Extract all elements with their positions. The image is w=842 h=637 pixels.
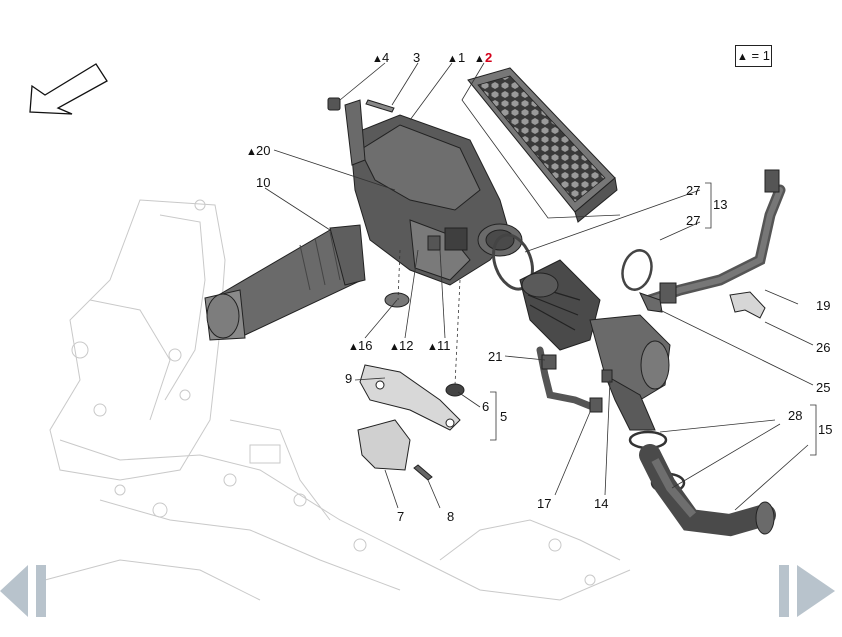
clamp-27-lower	[621, 249, 653, 291]
callout-2: 2	[485, 50, 492, 65]
previous-page-icon	[0, 565, 46, 617]
callout-25: 25	[816, 380, 830, 395]
air-filter-element	[467, 67, 618, 223]
warning-triangle-icon: ▲	[372, 53, 383, 65]
callout-17: 17	[537, 496, 551, 511]
callout-12: 12	[399, 338, 413, 353]
callout-5: 5	[500, 409, 507, 424]
callout-27-upper: 27	[686, 183, 700, 198]
next-page-button[interactable]	[779, 565, 837, 617]
throttle-connector	[589, 314, 671, 431]
callout-19: 19	[816, 298, 830, 313]
mounting-bracket-7	[357, 419, 411, 471]
clip-14	[601, 369, 613, 383]
warning-triangle-icon: ▲	[348, 341, 359, 353]
warning-triangle-icon: ▲	[389, 341, 400, 353]
callout-4: 4	[382, 50, 389, 65]
front-direction-arrow-icon	[29, 63, 108, 115]
legend-quantity-box: ▲ = 1	[735, 45, 772, 67]
callout-3: 3	[413, 50, 420, 65]
callout-27-lower: 27	[686, 213, 700, 228]
callout-10: 10	[256, 175, 270, 190]
callout-13: 13	[713, 197, 727, 212]
bolt-8	[413, 464, 433, 481]
callout-14: 14	[594, 496, 608, 511]
callout-16: 16	[358, 338, 372, 353]
vent-hose-21-17	[536, 346, 603, 413]
callout-28: 28	[788, 408, 802, 423]
air-intake-duct	[204, 224, 366, 341]
bellows-hose	[519, 259, 601, 351]
warning-triangle-icon: ▲	[474, 53, 485, 65]
callout-11: 11	[437, 338, 451, 353]
previous-page-button[interactable]	[0, 565, 50, 617]
warning-triangle-icon: ▲	[246, 146, 257, 158]
warning-triangle-icon: ▲	[447, 53, 458, 65]
callout-7: 7	[397, 509, 404, 524]
legend-text: = 1	[751, 48, 770, 63]
next-page-icon	[779, 565, 835, 617]
ghost-chassis-outline	[44, 199, 631, 601]
callout-1: 1	[458, 50, 465, 65]
lower-intake-hose-15	[639, 444, 776, 537]
callouts: ▲ 4 3 ▲ 1 ▲ 2 ▲ 20 10 27 13 27 19 26 25 …	[246, 50, 832, 524]
callout-26: 26	[816, 340, 830, 355]
warning-triangle-icon: ▲	[737, 51, 748, 63]
callout-9: 9	[345, 371, 352, 386]
clip-26	[729, 291, 766, 319]
callout-6: 6	[482, 399, 489, 414]
callout-15: 15	[818, 422, 832, 437]
screw-3	[365, 99, 395, 113]
warning-triangle-icon: ▲	[427, 341, 438, 353]
mounting-bracket-9	[359, 364, 461, 431]
callout-8: 8	[447, 509, 454, 524]
breather-hose-19	[644, 169, 786, 306]
callout-20: 20	[256, 143, 270, 158]
leader-lines	[264, 62, 817, 511]
clip-25	[639, 292, 663, 313]
callout-21: 21	[488, 349, 502, 364]
